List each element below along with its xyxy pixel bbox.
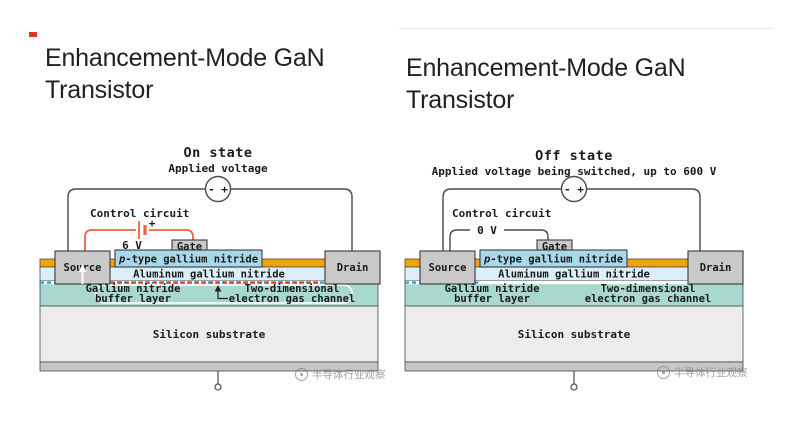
control-wire-left [84, 229, 136, 252]
drain-contact [687, 250, 744, 285]
control-voltage-label: 6 V [122, 239, 142, 252]
voltage-source-icon [560, 175, 588, 203]
page-title-left: Enhancement-Mode GaN Transistor [45, 44, 325, 104]
battery-plus-sign: + [149, 217, 156, 230]
channel-label-line2: electron gas channel [585, 293, 711, 305]
watermark: 半导体行业观察 [657, 365, 748, 380]
buffer-label-line2: buffer layer [454, 293, 530, 305]
applied-voltage-wire-right [587, 188, 701, 252]
state-subtitle: Applied voltage being switched, up to 60… [432, 165, 717, 178]
drain-label: Drain [337, 262, 369, 274]
state-title: Off state [535, 148, 613, 164]
substrate-layer [39, 305, 379, 363]
pgan-label-italic: p [483, 254, 490, 266]
state-subtitle: Applied voltage [168, 162, 268, 175]
red-accent-mark [29, 32, 37, 37]
channel-pointer-arrowhead-icon [214, 285, 222, 292]
watermark: 半导体行业观察 [295, 367, 386, 382]
algan-label: Aluminum gallium nitride [498, 269, 650, 281]
pgan-label: p-type gallium nitride [483, 254, 623, 266]
control-voltage-label: 0 V [477, 224, 497, 237]
applied-voltage-wire-right [231, 188, 353, 252]
applied-voltage-wire-left [442, 188, 561, 252]
watermark-text: 半导体行业观察 [674, 367, 748, 379]
diagram-on: On state Applied voltage - + Control cir… [39, 145, 381, 391]
pgan-label-italic: p [118, 254, 125, 266]
applied-voltage-wire-left [67, 188, 205, 252]
voltage-source-icon [204, 175, 232, 203]
buffer-layer [404, 280, 744, 307]
channel-label-line1: Two-dimensional [601, 283, 696, 295]
top-divider [399, 28, 771, 29]
watermark-logo-icon [657, 366, 670, 379]
watermark-text: 半导体行业观察 [312, 369, 386, 381]
pgan-layer [479, 249, 628, 268]
source-contact [419, 250, 476, 285]
voltage-source-polarity: - + [564, 183, 584, 196]
channel-label-line1: Two-dimensional [245, 283, 340, 295]
substrate-label: Silicon substrate [518, 328, 631, 341]
buffer-label-line2: buffer layer [95, 293, 171, 305]
control-wire-right [504, 229, 549, 240]
state-title: On state [183, 145, 252, 161]
pgan-label-rest: -type gallium nitride [125, 254, 258, 266]
pgan-label: p-type gallium nitride [118, 254, 258, 266]
control-circuit-label: Control circuit [90, 207, 189, 220]
channel-highlight-outline [95, 284, 353, 304]
control-circuit-label: Control circuit [452, 207, 551, 220]
ground-terminal-icon [570, 383, 578, 391]
control-wire-left [449, 229, 470, 252]
substrate-layer [404, 305, 744, 363]
channel-label-line2: electron gas channel [229, 293, 355, 305]
source-current-arrowhead-icon [78, 264, 87, 272]
pgan-label-rest: -type gallium nitride [490, 254, 623, 266]
control-wire-right [149, 229, 194, 240]
page-title-right: Enhancement-Mode GaN Transistor [406, 54, 686, 114]
watermark-logo-icon [295, 368, 308, 381]
substrate-base [39, 361, 379, 372]
algan-label: Aluminum gallium nitride [133, 269, 285, 281]
channel-pointer-arrow-icon [217, 289, 228, 300]
ground-terminal-icon [214, 383, 222, 391]
diagram-off: Off state Applied voltage being switched… [404, 148, 744, 391]
voltage-source-polarity: - + [208, 183, 228, 196]
buffer-label-line1: Gallium nitride [86, 283, 181, 295]
substrate-label: Silicon substrate [153, 328, 266, 341]
buffer-label-line1: Gallium nitride [445, 283, 540, 295]
source-label: Source [429, 262, 467, 274]
drain-label: Drain [700, 262, 732, 274]
pgan-layer [114, 249, 263, 268]
drain-contact [324, 250, 381, 285]
